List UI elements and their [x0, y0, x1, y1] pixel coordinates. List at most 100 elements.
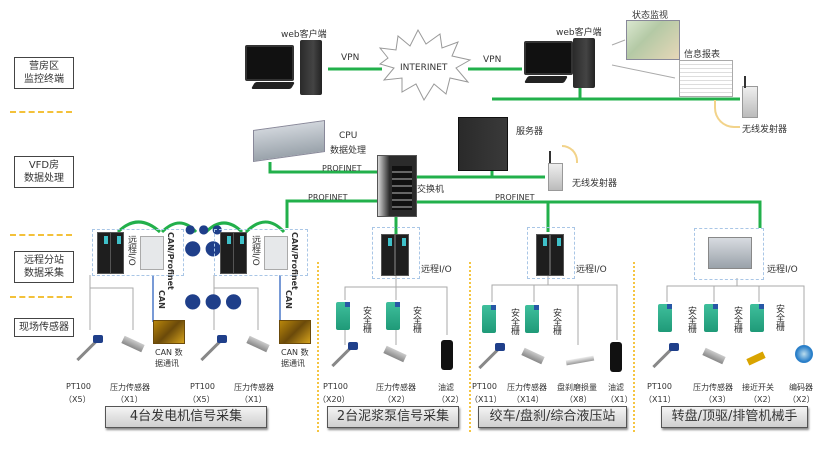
oil-filter-icon — [441, 340, 453, 370]
level-label-sensors: 现场传感器 — [14, 318, 74, 337]
safety-barrier-label: 安全栅 — [732, 306, 742, 333]
server-label: 服务器 — [516, 127, 544, 137]
sensor-name: 压力传感器 — [507, 383, 547, 392]
remote-io-module[interactable] — [220, 232, 234, 274]
remote-station-box — [527, 227, 575, 279]
web-client-right-pc[interactable] — [518, 38, 613, 93]
pt100-head-icon — [93, 335, 103, 343]
can-label: CAN — [157, 290, 166, 309]
status-monitor-label: 状态监视 — [632, 11, 669, 21]
safety-barrier[interactable] — [658, 304, 672, 332]
group-divider — [317, 262, 319, 432]
level-label-line2: 数据处理 — [24, 173, 64, 184]
sensor-tree — [213, 275, 259, 330]
safety-barrier[interactable] — [525, 305, 539, 333]
profinet-cpu-label: PROFINET — [322, 164, 362, 173]
sensor-count: （X1） — [606, 395, 633, 404]
internet-label: INTERINET — [400, 63, 448, 73]
sensor-name: 压力传感器 — [693, 383, 733, 392]
safety-barrier[interactable] — [704, 304, 718, 332]
remote-io-module[interactable] — [233, 232, 247, 274]
safety-barrier[interactable] — [482, 305, 496, 333]
sensor-name: PT100 — [66, 382, 91, 391]
can-profinet-gateway[interactable] — [140, 236, 164, 270]
sensor-count: （X3） — [704, 395, 731, 404]
level-label-line1: 现场传感器 — [19, 322, 69, 333]
safety-barrier-label: 安全栅 — [509, 308, 519, 335]
internet-cloud-icon — [378, 28, 472, 102]
pt100-head-icon — [348, 342, 358, 350]
profinet-left-label: PROFINET — [308, 193, 348, 202]
can-label: CAN — [284, 290, 293, 309]
level-label-line1: 营房区 — [29, 61, 59, 72]
industrial-switch-device[interactable] — [377, 155, 417, 217]
server-device[interactable] — [458, 117, 508, 171]
safety-barrier-label: 安全栅 — [361, 306, 371, 333]
safety-barrier[interactable] — [750, 304, 764, 332]
group-title-generators: 4台发电机信号采集 — [105, 406, 267, 428]
cpu-label-line1: CPU — [339, 131, 358, 141]
remote-io-module[interactable] — [110, 232, 124, 274]
profinet-left-line — [285, 199, 395, 228]
generator-engine-image — [279, 320, 311, 344]
sensor-name: 油滤 — [608, 383, 624, 392]
pt100-head-icon — [495, 343, 505, 351]
safety-barrier[interactable] — [386, 302, 400, 330]
remote-station-box — [372, 227, 420, 279]
keyboard-icon — [523, 76, 569, 83]
remote-io-label: 远程I/O — [250, 235, 260, 266]
profinet-cpu-line — [268, 162, 395, 174]
remote-io-label: 远程I/O — [767, 265, 798, 275]
remote-io-label: 远程I/O — [421, 265, 452, 275]
oil-filter-icon — [610, 342, 622, 372]
generator-engine-image — [153, 320, 185, 344]
tower-icon — [300, 40, 322, 95]
sensor-count: （X14） — [512, 395, 544, 404]
can-data-label-line1: CAN 数 — [155, 348, 183, 357]
arrow-status — [611, 39, 626, 46]
wireless-transmitter-vfd-icon — [548, 163, 563, 191]
remote-io-rack[interactable] — [708, 237, 752, 269]
profinet-right-line — [410, 200, 762, 228]
safety-barrier[interactable] — [336, 302, 350, 330]
web-client-right-label: web客户端 — [556, 28, 602, 38]
sensor-count: （X20） — [318, 395, 350, 404]
sensor-count: （X11） — [470, 395, 502, 404]
switch-label: 交换机 — [417, 185, 445, 195]
can-profinet-gateway[interactable] — [264, 236, 288, 270]
cpu-label-line2: 数据处理 — [330, 146, 367, 156]
can-profinet-label: CAN/Profinet — [290, 232, 299, 290]
can-data-label-line2: 据通讯 — [155, 359, 179, 368]
sensor-name: 压力传感器 — [376, 383, 416, 392]
level-label-line2: 数据采集 — [24, 268, 64, 279]
antenna-icon — [744, 76, 746, 88]
remote-io-module[interactable] — [536, 234, 550, 276]
switch-ports — [392, 166, 412, 210]
remote-station-box — [694, 228, 764, 280]
wireless-top-label: 无线发射器 — [742, 125, 788, 135]
remote-io-module[interactable] — [395, 234, 409, 276]
keyboard-icon — [250, 82, 296, 89]
level-label-vfd: VFD房 数据处理 — [14, 156, 74, 188]
info-report-label: 信息报表 — [684, 50, 721, 60]
ellipsis-dots: ●●● — [185, 222, 226, 236]
group-title-mud-pumps: 2台泥浆泵信号采集 — [327, 406, 459, 428]
group-divider — [633, 262, 635, 432]
remote-station-box — [92, 229, 184, 276]
remote-io-module[interactable] — [381, 234, 395, 276]
remote-io-label: 远程I/O — [126, 235, 136, 266]
pt100-head-icon — [669, 343, 679, 351]
sensor-name: 盘刹磨损量 — [557, 383, 597, 392]
web-client-left-pc[interactable] — [245, 40, 330, 100]
pt100-head-icon — [217, 335, 227, 343]
sensor-name: PT100 — [323, 382, 348, 391]
remote-io-module[interactable] — [550, 234, 564, 276]
level-label-line1: 远程分站 — [24, 255, 64, 266]
status-monitor-screenshot — [626, 20, 680, 60]
level-separator — [10, 234, 72, 236]
ellipsis-dots: ●●● — [184, 288, 246, 312]
arrow-report — [611, 64, 676, 79]
remote-io-module[interactable] — [97, 232, 111, 274]
safety-barrier-label: 安全栅 — [551, 308, 561, 335]
sensor-tree — [491, 284, 618, 340]
